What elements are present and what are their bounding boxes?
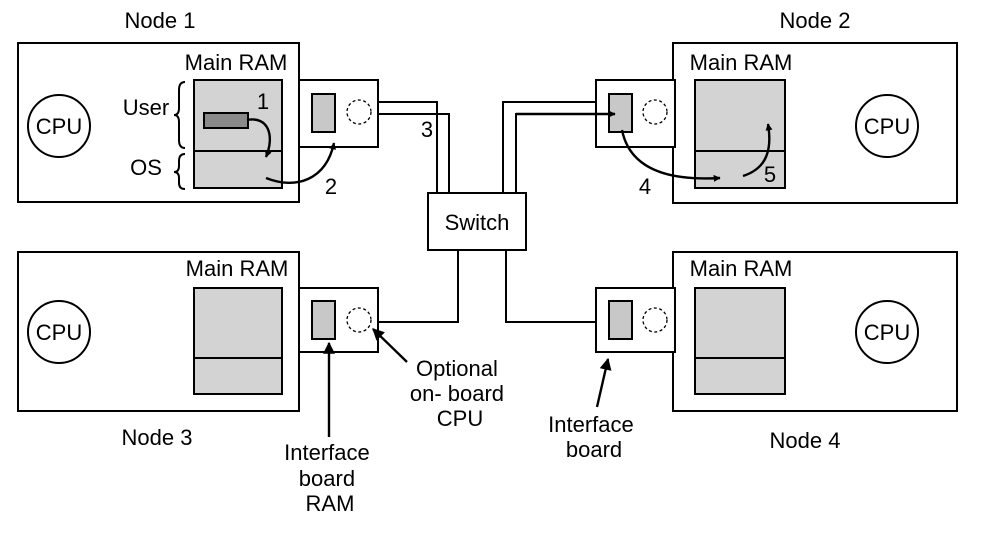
user-region-brace xyxy=(173,81,186,149)
node-4-board-ram xyxy=(608,300,633,340)
switch: Switch xyxy=(427,192,527,251)
interface-board-ram-label: Interface board RAM xyxy=(284,440,376,516)
node-1-ram-label: Main RAM xyxy=(185,50,288,75)
node-2-label: Node 2 xyxy=(780,8,851,33)
node-2-cpu xyxy=(855,94,919,158)
link-node4-switch xyxy=(505,250,596,323)
node-3-cpu-label: CPU xyxy=(36,320,82,345)
interface-board-label: Interface board xyxy=(548,412,640,462)
step-4-arrow xyxy=(620,129,721,182)
node-3-cpu xyxy=(27,300,91,364)
node-1-interface-board xyxy=(298,79,379,148)
interface-board-ram-line-2: board xyxy=(299,466,355,491)
node-3-label: Node 3 xyxy=(122,425,193,450)
node-4-main-ram xyxy=(694,287,786,395)
callout-optional-cpu: Optional on- board CPU xyxy=(372,328,510,431)
node-4-onboard-cpu xyxy=(642,307,668,333)
step-5-arrow xyxy=(742,123,773,178)
step-1-arrow xyxy=(246,118,272,158)
link-node1-switch-inner xyxy=(346,113,450,195)
node-4-cpu xyxy=(855,300,919,364)
callout-interface-board-ram: Interface board RAM xyxy=(284,341,376,516)
message-path-arrows xyxy=(246,110,773,185)
node-1-board-ram xyxy=(311,93,336,133)
optional-cpu-line-2: on- board xyxy=(410,381,504,406)
node-3-main-ram xyxy=(193,287,283,395)
optional-cpu-label: Optional on- board CPU xyxy=(410,356,510,431)
step-3-label: 3 xyxy=(421,117,433,142)
node-2-ram-label: Main RAM xyxy=(690,50,793,75)
optional-cpu-line-3: CPU xyxy=(437,406,483,431)
node-3-ram-label: Main RAM xyxy=(186,256,289,281)
step-2-arrow xyxy=(265,142,337,185)
node-3: Node 3 CPU Main RAM xyxy=(17,251,379,450)
link-node2-switch-inner xyxy=(515,113,596,195)
interface-board-ram-line-3: RAM xyxy=(306,491,355,516)
optional-cpu-pointer xyxy=(372,328,408,363)
node-1-onboard-cpu xyxy=(346,99,372,125)
node-4-cpu-label: CPU xyxy=(864,320,910,345)
node-3-board-ram xyxy=(311,300,336,340)
node-4-ram-label: Main RAM xyxy=(690,256,793,281)
node-1-main-ram xyxy=(193,79,283,189)
os-region-label: OS xyxy=(130,155,162,180)
link-node2-switch-outer xyxy=(502,101,596,195)
node-2-cpu-label: CPU xyxy=(864,114,910,139)
os-region-brace xyxy=(173,153,186,190)
interface-board-line-1: Interface xyxy=(548,412,634,437)
node-4-interface-board xyxy=(595,287,676,353)
node-3-onboard-cpu xyxy=(346,307,372,333)
interface-board-pointer xyxy=(595,357,612,408)
callout-interface-board: Interface board xyxy=(548,357,640,462)
interface-board-line-2: board xyxy=(566,437,622,462)
node-4: Node 4 CPU Main RAM xyxy=(595,251,958,453)
node-1-label: Node 1 xyxy=(125,8,196,33)
step-labels: 1 2 3 4 5 xyxy=(257,89,776,199)
step-2-label: 2 xyxy=(325,174,337,199)
switch-box xyxy=(427,192,527,251)
node-1-user-buffer xyxy=(203,112,249,129)
step-5-label: 5 xyxy=(764,162,776,187)
node-1-cpu-label: CPU xyxy=(36,114,82,139)
optional-cpu-line-1: Optional xyxy=(416,356,498,381)
switch-label: Switch xyxy=(445,210,510,235)
link-node3-switch xyxy=(376,250,459,323)
node-1-cpu xyxy=(27,94,91,158)
step-4-label: 4 xyxy=(639,174,651,199)
user-region-label: User xyxy=(123,95,169,120)
node-3-interface-board xyxy=(298,287,379,353)
step-1-label: 1 xyxy=(257,89,269,114)
node-4-label: Node 4 xyxy=(770,428,841,453)
node-2-onboard-cpu xyxy=(642,99,668,125)
interface-board-ram-line-1: Interface xyxy=(284,440,370,465)
node-1: Node 1 CPU Main RAM User OS xyxy=(17,8,379,203)
